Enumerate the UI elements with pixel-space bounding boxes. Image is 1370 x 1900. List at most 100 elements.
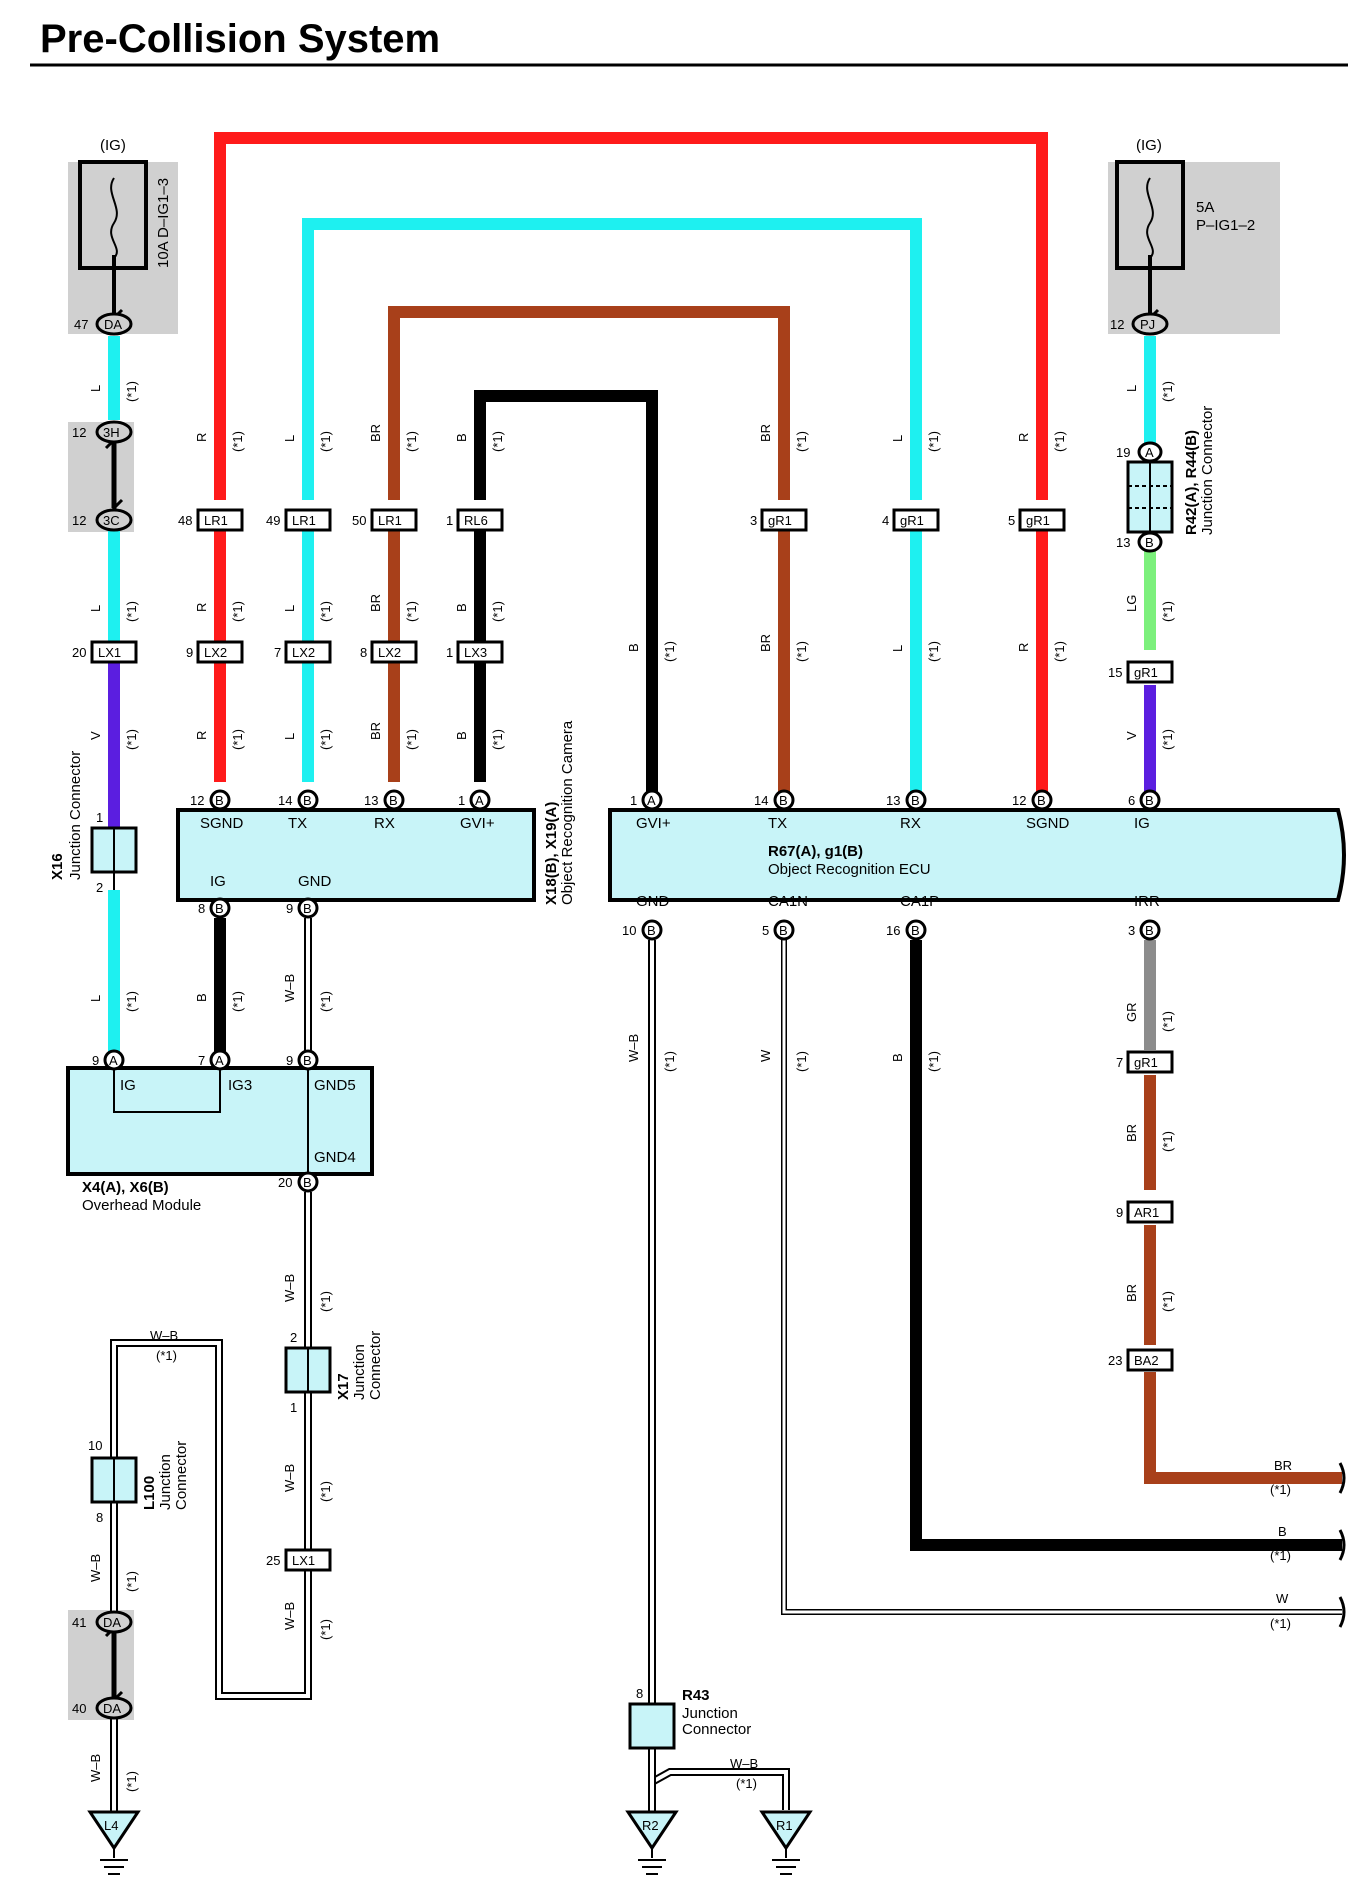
pin-conn: B xyxy=(215,793,224,808)
pin-number: 14 xyxy=(278,793,292,808)
wire-label-b: B xyxy=(194,993,209,1002)
overhead-pin-gnd4: B20 xyxy=(278,1171,319,1193)
connector-pin: 15 xyxy=(1108,665,1122,680)
r43-name: R43 xyxy=(682,1687,710,1704)
pin-number: 10 xyxy=(622,923,636,938)
pin-number: 16 xyxy=(886,923,900,938)
connector-pin: 12 xyxy=(1110,317,1124,332)
pin-number: 20 xyxy=(278,1175,292,1190)
connector-label: DA xyxy=(103,1615,121,1630)
connector-label: LX2 xyxy=(378,645,401,660)
ground-r2: R2 xyxy=(625,1810,679,1875)
pin-number: 1 xyxy=(630,793,637,808)
connector-fuse-pj: PJ 12 xyxy=(1110,312,1169,336)
pin-number: 1 xyxy=(458,793,465,808)
wire-label-r: R xyxy=(1016,643,1031,652)
wire-label-b: B xyxy=(626,643,641,652)
ecu-pin-label: RX xyxy=(900,815,921,832)
connector-label: 3H xyxy=(103,425,120,440)
camera-pin-label: IG xyxy=(210,873,226,890)
connector-pin: 12 xyxy=(72,425,86,440)
connector-label: gR1 xyxy=(1134,665,1158,680)
wire-label-wb: W–B xyxy=(88,1554,103,1582)
wire-mark: (*1) xyxy=(1270,1482,1291,1497)
wire-mark: (*1) xyxy=(926,1051,941,1072)
r42-name: R42(A), R44(B) xyxy=(1183,430,1200,535)
wire-mark: (*1) xyxy=(1270,1548,1291,1563)
r43-pin1: 8 xyxy=(636,1686,643,1701)
junction-l100: 10 8 L100 Junction Connector xyxy=(88,1438,190,1525)
wire-mark: (*1) xyxy=(124,601,139,622)
x16-pin1: 1 xyxy=(96,810,103,825)
junction-r43: 8 R43 Junction Connector xyxy=(628,1686,751,1750)
connector-pin: 25 xyxy=(266,1553,280,1568)
wire-label-r: R xyxy=(1016,433,1031,442)
l100-desc2: Connector xyxy=(173,1441,190,1510)
wire-mark: (*1) xyxy=(1160,729,1175,750)
connector-label: AR1 xyxy=(1134,1205,1159,1220)
camera-pin-label: SGND xyxy=(200,815,244,832)
fuse-right-name: P–IG1–2 xyxy=(1196,217,1255,234)
overhead-pin-label: GND4 xyxy=(314,1149,356,1166)
r43-desc1: Junction xyxy=(682,1705,738,1722)
wire-mark: (*1) xyxy=(1160,381,1175,402)
pin-number: 7 xyxy=(198,1053,205,1068)
camera-name: X18(B), X19(A) xyxy=(543,802,560,905)
wire-mark: (*1) xyxy=(318,1291,333,1312)
wire-label-w: W xyxy=(758,1049,773,1062)
ecu-pin-sgnd: B12 xyxy=(1012,789,1053,811)
pin-conn: B xyxy=(911,793,920,808)
r43-desc2: Connector xyxy=(682,1721,751,1738)
wire-label-w: W xyxy=(1276,1591,1289,1606)
wire-mark: (*1) xyxy=(318,431,333,452)
x17-name: X17 xyxy=(335,1373,352,1400)
overhead-pin-gnd5: B9 xyxy=(286,1049,319,1071)
wire-label-br: BR xyxy=(1274,1458,1292,1473)
wire-mark: (*1) xyxy=(318,1619,333,1640)
ecu-desc: Object Recognition ECU xyxy=(768,861,931,878)
ecu-pin-label: IG xyxy=(1134,815,1150,832)
wire-mark: (*1) xyxy=(1052,641,1067,662)
wire-label-br: BR xyxy=(1124,1284,1139,1302)
r42-pin2: 13 xyxy=(1116,535,1130,550)
wire-mark: (*1) xyxy=(124,1571,139,1592)
overhead-box: X4(A), X6(B) Overhead Module xyxy=(66,1066,374,1214)
wire-break-marks xyxy=(1338,1462,1346,1628)
wire-b-gvi xyxy=(474,390,658,800)
connector-label: DA xyxy=(104,317,122,332)
connector-label: LX1 xyxy=(292,1553,315,1568)
wire-mark: (*1) xyxy=(490,729,505,750)
ecu-pin-label: CA1P xyxy=(900,893,939,910)
wire-label-l: L xyxy=(88,385,103,392)
ecu-pin-label: CA1N xyxy=(768,893,808,910)
pin-number: 13 xyxy=(886,793,900,808)
r42-conn2: B xyxy=(1145,535,1154,550)
connector-pin: 1 xyxy=(446,645,453,660)
pin-number: 5 xyxy=(762,923,769,938)
connector-pin: 5 xyxy=(1008,513,1015,528)
wire-mark: (*1) xyxy=(318,729,333,750)
overhead-pin-label: IG xyxy=(120,1077,136,1094)
l100-name: L100 xyxy=(141,1476,158,1510)
overhead-pin-label: GND5 xyxy=(314,1077,356,1094)
connector-label: 3C xyxy=(103,513,120,528)
ecu-pin-ca1p: B16 xyxy=(886,919,927,941)
connector-pin: 7 xyxy=(274,645,281,660)
wire-label-l: L xyxy=(88,995,103,1002)
connector-lx1-25: LX1 25 xyxy=(266,1548,332,1572)
connector-3h-12: 3H 12 xyxy=(72,420,133,444)
wire-mark: (*1) xyxy=(318,601,333,622)
wire-mark: (*1) xyxy=(404,431,419,452)
connector-label: gR1 xyxy=(1026,513,1050,528)
wires xyxy=(114,132,1342,1812)
overhead-pin-ig3: A7 xyxy=(198,1049,231,1071)
wire-label-b: B xyxy=(454,731,469,740)
connector-label: PJ xyxy=(1140,317,1155,332)
wire-mark: (*1) xyxy=(124,729,139,750)
